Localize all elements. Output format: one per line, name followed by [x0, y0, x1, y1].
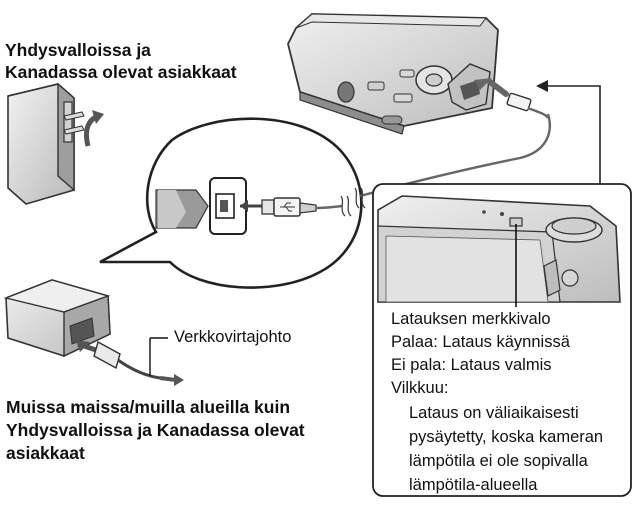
indicator-title: Latauksen merkkivalo [391, 310, 551, 328]
indicator-lit-text: Palaa: Lataus käynnissä [391, 333, 570, 351]
camera-usb-plug [474, 78, 550, 119]
rotate-arrow-icon [83, 110, 104, 147]
ac-adapter-us-icon [7, 82, 85, 205]
usb-connector-icon [240, 195, 352, 217]
power-cord-label: Verkkovirtajohto [174, 328, 292, 346]
indicator-off-text: Ei pala: Lataus valmis [391, 356, 552, 374]
arrow-icon [536, 80, 601, 185]
camera-closeup [377, 195, 621, 303]
power-cord [76, 340, 184, 386]
us-canada-label-line1: Yhdysvalloissa ja [5, 40, 151, 60]
us-canada-label-line2: Kanadassa olevat asiakkaat [5, 62, 237, 82]
ac-adapter-other-icon [3, 279, 111, 358]
other-region-label-line1: Muissa maissa/muilla alueilla kuin [6, 397, 291, 417]
indicator-blink-detail-2: pysäytetty, koska kameran [409, 428, 604, 446]
indicator-blink-detail-4: lämpötila-alueella [409, 476, 538, 494]
indicator-blink-detail-1: Lataus on väliaikaisesti [409, 404, 579, 422]
indicator-blinking-text: Vilkkuu: [391, 379, 449, 397]
camera-icon [287, 13, 499, 135]
magnifier-bubble [99, 117, 363, 289]
usb-symbol-icon [280, 202, 295, 212]
other-region-label-line3: asiakkaat [6, 443, 85, 463]
indicator-blink-detail-3: lämpötila ei ole sopivalla [409, 452, 588, 470]
other-region-label-line2: Yhdysvalloissa ja Kanadassa olevat [6, 420, 305, 440]
